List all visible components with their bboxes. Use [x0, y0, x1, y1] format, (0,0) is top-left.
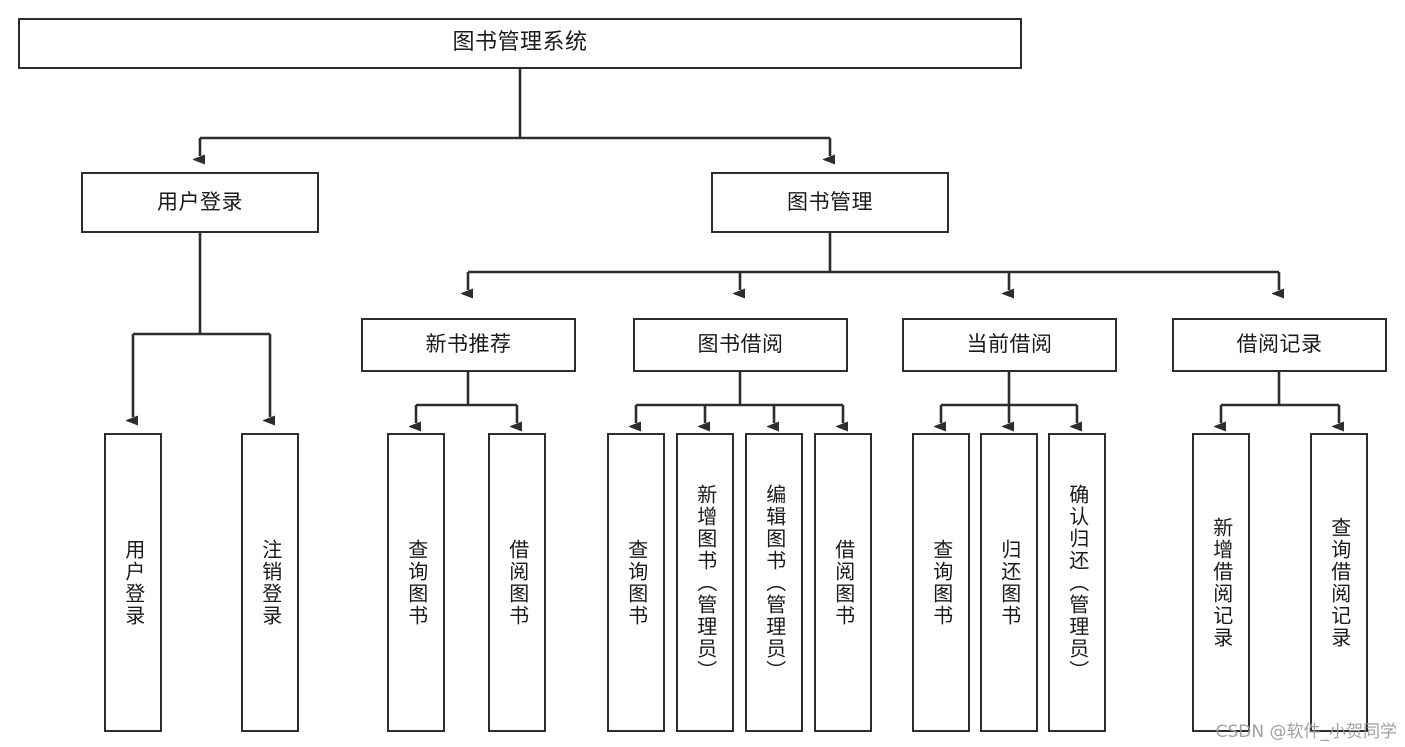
node-leaf-user-login[interactable]: 用户登录 — [104, 433, 162, 732]
node-user-login-label: 用户登录 — [157, 189, 243, 214]
node-leaf-query-book-1-label: 查询图书 — [404, 538, 429, 627]
node-leaf-logout-label: 注销登录 — [258, 538, 283, 627]
node-book-management[interactable]: 图书管理 — [711, 172, 949, 233]
node-leaf-query-book-3-label: 查询图书 — [929, 538, 954, 627]
node-leaf-query-record-label: 查询借阅记录 — [1327, 516, 1352, 649]
node-leaf-query-book-2[interactable]: 查询图书 — [607, 433, 665, 732]
node-borrow-record-label: 借阅记录 — [1236, 332, 1323, 357]
node-leaf-add-record[interactable]: 新增借阅记录 — [1192, 433, 1250, 732]
node-leaf-edit-book-label: 编辑图书（管理员） — [762, 483, 787, 682]
node-leaf-borrow-book-1[interactable]: 借阅图书 — [488, 433, 546, 732]
node-leaf-query-book-2-label: 查询图书 — [624, 538, 649, 627]
node-root-label: 图书管理系统 — [452, 30, 588, 56]
node-leaf-return-book[interactable]: 归还图书 — [980, 433, 1038, 732]
node-book-borrow[interactable]: 图书借阅 — [633, 318, 848, 372]
node-leaf-query-book-3[interactable]: 查询图书 — [912, 433, 970, 732]
node-leaf-add-book[interactable]: 新增图书（管理员） — [676, 433, 734, 732]
node-leaf-borrow-book-2[interactable]: 借阅图书 — [814, 433, 872, 732]
node-book-borrow-label: 图书借阅 — [697, 332, 784, 357]
node-current-borrow[interactable]: 当前借阅 — [902, 318, 1117, 372]
node-user-login[interactable]: 用户登录 — [81, 172, 319, 233]
node-leaf-query-record[interactable]: 查询借阅记录 — [1310, 433, 1368, 732]
node-leaf-add-book-label: 新增图书（管理员） — [693, 483, 718, 682]
node-borrow-record[interactable]: 借阅记录 — [1172, 318, 1387, 372]
node-leaf-query-book-1[interactable]: 查询图书 — [387, 433, 445, 732]
node-leaf-add-record-label: 新增借阅记录 — [1209, 516, 1234, 649]
node-leaf-edit-book[interactable]: 编辑图书（管理员） — [745, 433, 803, 732]
node-new-book-recommend-label: 新书推荐 — [425, 332, 512, 357]
node-leaf-borrow-book-2-label: 借阅图书 — [831, 538, 856, 627]
node-book-management-label: 图书管理 — [787, 189, 873, 214]
node-leaf-return-book-label: 归还图书 — [997, 538, 1022, 627]
node-new-book-recommend[interactable]: 新书推荐 — [361, 318, 576, 372]
node-root[interactable]: 图书管理系统 — [18, 18, 1022, 69]
node-leaf-confirm-return[interactable]: 确认归还（管理员） — [1048, 433, 1106, 732]
watermark: CSDN @软件_小贺同学 — [1215, 722, 1397, 742]
node-leaf-confirm-return-label: 确认归还（管理员） — [1065, 483, 1090, 682]
node-current-borrow-label: 当前借阅 — [966, 332, 1053, 357]
node-leaf-user-login-label: 用户登录 — [121, 538, 146, 627]
node-leaf-borrow-book-1-label: 借阅图书 — [505, 538, 530, 627]
node-leaf-logout[interactable]: 注销登录 — [241, 433, 299, 732]
